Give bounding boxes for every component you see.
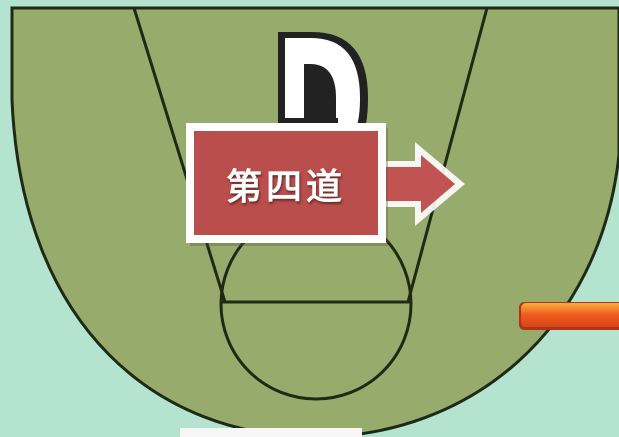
orange-bar bbox=[519, 302, 619, 330]
right-arrow-icon bbox=[380, 142, 465, 226]
lane-label: 第四道 bbox=[186, 123, 386, 245]
lane-line-left bbox=[132, 7, 227, 303]
bottom-tab bbox=[180, 428, 362, 437]
letter-d bbox=[278, 32, 368, 140]
label-card-shape bbox=[186, 123, 388, 246]
lane-label-text: 第四道 bbox=[225, 166, 346, 208]
lane-line-right bbox=[406, 7, 489, 303]
